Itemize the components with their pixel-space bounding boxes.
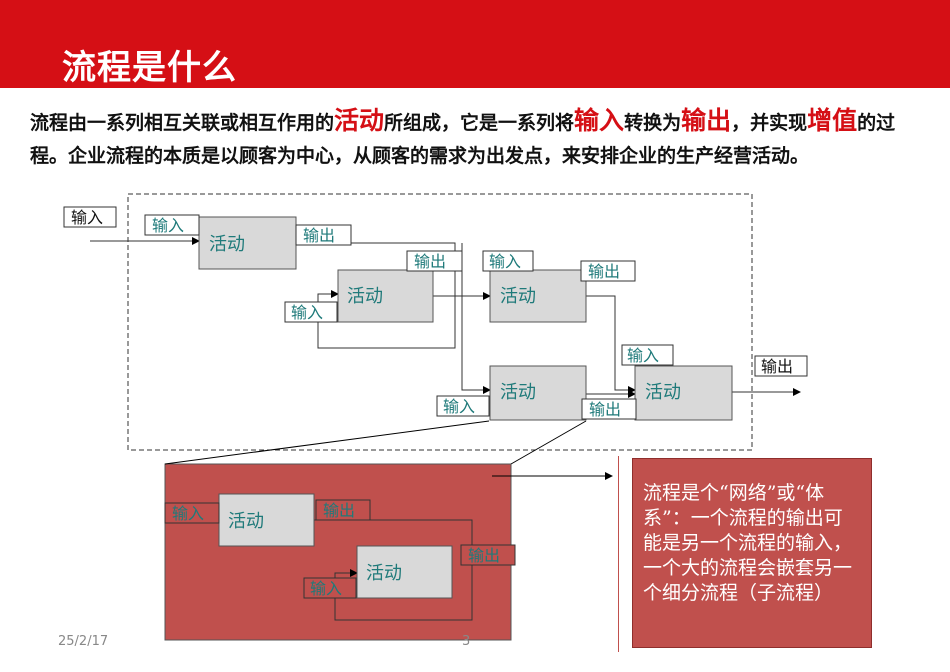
sub-activity-box-1: 活动 xyxy=(218,493,315,547)
output-label: 输出 xyxy=(588,262,620,281)
note-text: 流程是个“网络”或“体系”：一个流程的输出可能是另一个流程的输入，一个大的流程会… xyxy=(643,482,853,604)
intro-highlight-output: 输出 xyxy=(681,106,732,135)
intro-paragraph: 流程由一系列相互关联或相互作用的活动所组成，它是一系列将输入转换为输出，并实现增… xyxy=(30,104,930,173)
intro-text-4: ，并实现 xyxy=(731,112,808,134)
sub-output-label: 输出 xyxy=(323,501,355,520)
output-label: 输出 xyxy=(303,226,335,245)
io-labels: 输入 输入 输出 输出 输入 输出 输入 输入 输出 输入 输出 输入 输出 输… xyxy=(63,206,808,599)
note-box: 流程是个“网络”或“体系”：一个流程的输出可能是另一个流程的输入，一个大的流程会… xyxy=(632,458,872,648)
sub-input-label: 输入 xyxy=(310,579,342,598)
page-number: 3 xyxy=(462,634,471,649)
sub-activity-box-2: 活动 xyxy=(356,545,453,599)
connectors xyxy=(90,237,801,621)
activity-label: 活动 xyxy=(366,563,402,584)
activity-box-2: 活动 xyxy=(337,269,434,323)
activity-label: 活动 xyxy=(228,511,264,532)
input-label: 输入 xyxy=(291,303,323,322)
intro-highlight-activity: 活动 xyxy=(334,106,385,135)
activity-label: 活动 xyxy=(209,234,245,255)
zoom-line-left xyxy=(164,420,490,465)
input-label: 输入 xyxy=(489,252,521,271)
input-label: 输入 xyxy=(152,216,184,235)
process-output-label: 输出 xyxy=(761,357,793,376)
process-input-label: 输入 xyxy=(71,208,103,227)
input-label: 输入 xyxy=(627,346,659,365)
sub-output-label: 输出 xyxy=(468,546,500,565)
input-label: 输入 xyxy=(443,397,475,416)
header-bar: 流程是什么 xyxy=(0,0,950,88)
activity-box-1: 活动 xyxy=(198,216,297,270)
subprocess-area xyxy=(164,463,512,641)
output-label: 输出 xyxy=(414,252,446,271)
intro-text-5: 的过程。企业流程的本质是以顾客为中心，从顾客的需求为出发点，来安排企业的生产经营… xyxy=(30,112,896,167)
activity-box-5: 活动 xyxy=(634,365,733,421)
intro-text-3: 转换为 xyxy=(624,112,682,134)
activity-label: 活动 xyxy=(347,286,383,307)
activity-label: 活动 xyxy=(500,382,536,403)
activity-label: 活动 xyxy=(500,286,536,307)
intro-text-2: 所组成，它是一系列将 xyxy=(384,112,575,134)
intro-highlight-input: 输入 xyxy=(574,106,625,135)
output-label: 输出 xyxy=(589,400,621,419)
sub-input-label: 输入 xyxy=(172,504,204,523)
activity-label: 活动 xyxy=(645,382,681,403)
intro-highlight-value: 增值 xyxy=(807,106,858,135)
zoom-line-right xyxy=(510,420,587,465)
process-boundary xyxy=(127,193,753,451)
activity-box-4: 活动 xyxy=(489,365,587,421)
activity-box-3: 活动 xyxy=(489,269,587,323)
note-divider xyxy=(618,456,619,652)
footer-date: 25/2/17 xyxy=(58,634,109,649)
slide-title: 流程是什么 xyxy=(62,48,237,88)
intro-text-1: 流程由一系列相互关联或相互作用的 xyxy=(30,112,335,134)
